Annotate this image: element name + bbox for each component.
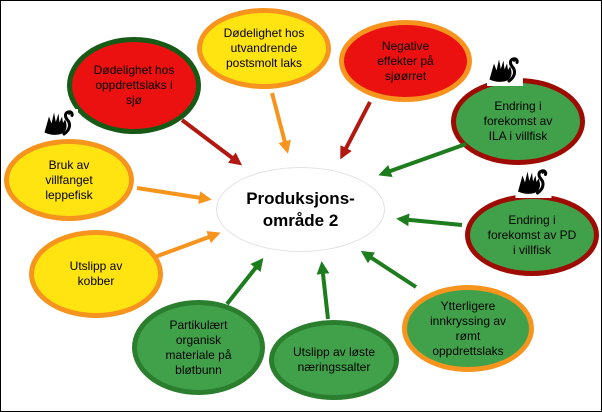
- black-swan-icon: [42, 108, 78, 140]
- node-label-line: leppefisk: [45, 187, 93, 202]
- node-ellipse-ytterligere-innkryssing-romt: Ytterligere innkryssing av rømt oppdrett…: [402, 285, 534, 372]
- arrow-endring-forekomst-pd: [396, 213, 463, 227]
- center-node-produksjonsomrade-2: Produksjons- område 2: [216, 167, 385, 252]
- arrow-utslipp-loste-naringssalter: [316, 261, 330, 320]
- node-label-line: i villfisk: [513, 242, 551, 257]
- node-label-line: utvandrende: [230, 41, 298, 55]
- node-ellipse-endring-forekomst-ila: Endring i forekomst av ILA i villfisk: [451, 78, 585, 165]
- arrow-endring-forekomst-ila: [378, 142, 467, 178]
- node-label-line: Dødelighet hos: [93, 63, 175, 77]
- node-label-line: Partikulært: [169, 317, 228, 332]
- node-label-line: organisk: [175, 332, 222, 347]
- arrow-dodelighet-postsmolt: [270, 92, 291, 154]
- arrow-partikulaert-organisk-materiale: [225, 257, 264, 306]
- node-label-line: næringssalter: [297, 360, 371, 374]
- node-label-line: rømt: [455, 328, 481, 343]
- node-label-line: sjøørret: [384, 68, 427, 83]
- node-label-line: innkryssing av: [429, 313, 507, 328]
- node-label-line: Utslipp av: [69, 259, 123, 273]
- black-swan-icon: [486, 56, 524, 86]
- node-label-line: villfanget: [45, 172, 93, 187]
- node-label-line: effekter på: [377, 53, 434, 68]
- node-label-line: oppdrettslaks i: [95, 78, 173, 92]
- node-label-line: Negative: [381, 38, 430, 53]
- node-label-line: oppdrettslaks: [432, 343, 504, 358]
- node-label-line: bløtbunn: [175, 362, 222, 377]
- arrow-utslipp-kobber: [154, 231, 221, 259]
- arrow-bruk-villfanget-leppefisk: [136, 186, 212, 204]
- node-ellipse-dodelighet-postsmolt: Dødelighet hos utvandrende postsmolt lak…: [197, 8, 331, 89]
- node-label-line: postsmolt laks: [225, 56, 303, 70]
- node-label-line: Endring i: [508, 212, 556, 227]
- node-ellipse-dodelighet-oppdrettslaks-sjo: Dødelighet hos oppdrettslaks i sjø: [67, 37, 201, 134]
- center-label-line: område 2: [262, 210, 339, 230]
- node-label-line: Endring i: [494, 99, 542, 113]
- node-label-line: materiale på: [165, 347, 232, 362]
- node-label-line: forekomst av: [483, 114, 553, 128]
- node-label-line: kobber: [77, 274, 115, 288]
- node-ellipse-partikulaert-organisk-materiale: Partikulært organisk materiale på bløtbu…: [132, 300, 265, 395]
- node-label-line: ILA i villfisk: [488, 129, 548, 143]
- node-ellipse-bruk-villfanget-leppefisk: Bruk av villfanget leppefisk: [4, 139, 134, 221]
- node-label-line: sjø: [126, 93, 142, 107]
- node-ellipse-endring-forekomst-pd: Endring i forekomst av PD i villfisk: [465, 194, 599, 276]
- node-label-line: Bruk av: [48, 157, 90, 172]
- arrow-ytterligere-innkryssing-romt: [360, 250, 418, 289]
- node-ellipse-negative-effekter-sjoorret: Negative effekter på sjøørret: [339, 20, 472, 102]
- arrow-dodelighet-oppdrettslaks-sjo: [180, 118, 243, 166]
- node-ellipse-utslipp-loste-naringssalter: Utslipp av løste næringssalter: [269, 320, 399, 400]
- center-label-line: Produksjons-: [246, 188, 355, 208]
- node-ellipse-utslipp-kobber: Utslipp av kobber: [29, 230, 163, 318]
- arrow-negative-effekter-sjoorret: [340, 101, 372, 160]
- node-label-line: Ytterligere: [440, 298, 496, 313]
- node-label-line: forekomst av PD: [487, 227, 577, 242]
- node-label-line: Dødelighet hos: [223, 26, 305, 40]
- black-swan-icon: [514, 168, 553, 198]
- node-label-line: Utslipp av løste: [292, 345, 376, 359]
